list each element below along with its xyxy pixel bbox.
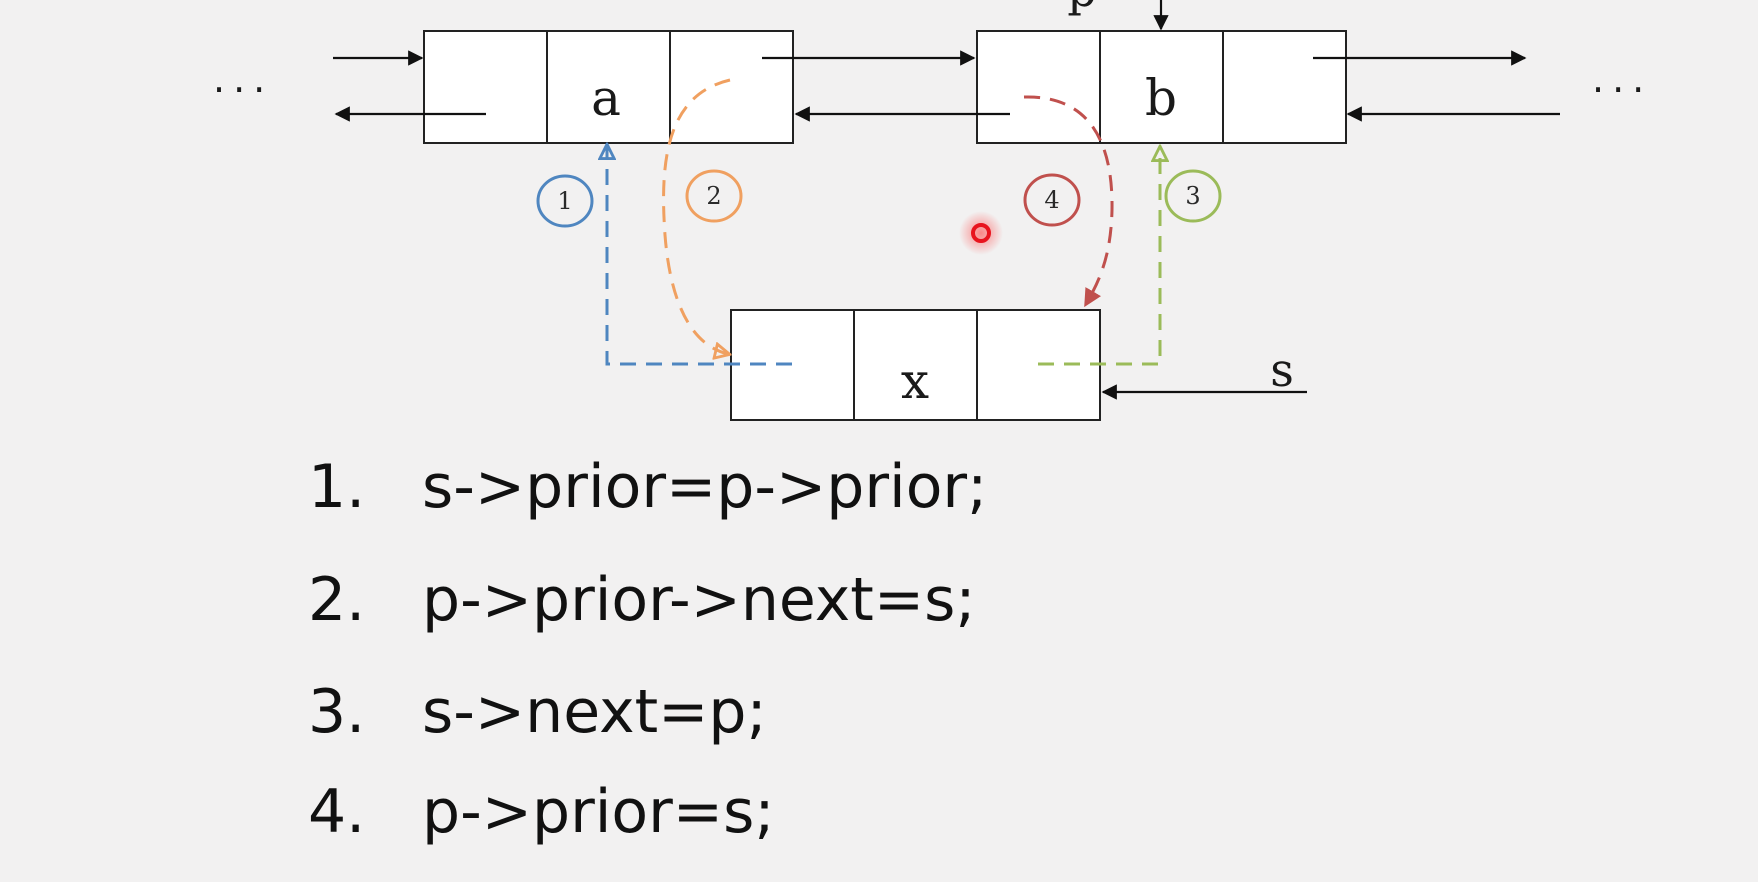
step1-link (607, 146, 792, 366)
step2-marker: 2 (685, 169, 743, 223)
step-line-number: 4. (308, 777, 366, 847)
step2-number: 2 (706, 182, 721, 210)
laser-pointer-dot (959, 211, 1003, 255)
right-ellipsis: ··· (1592, 68, 1652, 112)
node-a-data-cell (546, 30, 671, 144)
step-line-number: 2. (308, 565, 366, 635)
step-line-code: s->prior=p->prior; (422, 452, 988, 522)
step-line-3: 3. s->next=p; (308, 677, 767, 747)
node-b-prior-cell (976, 30, 1101, 144)
step2-link (662, 78, 730, 354)
step3-link (1038, 148, 1160, 366)
step-line-number: 3. (308, 677, 366, 747)
step3-number: 3 (1185, 182, 1200, 210)
step-line-number: 1. (308, 452, 366, 522)
step-line-4: 4. p->prior=s; (308, 777, 775, 847)
step4-number: 4 (1044, 186, 1059, 214)
node-x-label: x (901, 352, 929, 410)
node-x-prior-cell (730, 309, 855, 421)
step-line-code: p->prior->next=s; (422, 565, 976, 635)
step4-link (1023, 95, 1114, 308)
node-b-label: b (1145, 69, 1177, 127)
left-ellipsis: ··· (213, 68, 273, 112)
node-a: a (423, 30, 794, 144)
pointer-s-label: s (1270, 343, 1294, 397)
step-line-1: 1. s->prior=p->prior; (308, 452, 987, 522)
node-b-data-cell (1099, 30, 1224, 144)
step1-marker: 1 (536, 174, 594, 228)
step1-number: 1 (557, 187, 572, 215)
step-line-2: 2. p->prior->next=s; (308, 565, 976, 635)
node-x: x (730, 309, 1101, 421)
step3-marker: 3 (1164, 169, 1222, 223)
node-a-label: a (591, 69, 621, 127)
node-b-next-cell (1222, 30, 1347, 144)
node-b: b (976, 30, 1347, 144)
node-a-next-cell (669, 30, 794, 144)
step4-marker: 4 (1023, 173, 1081, 227)
pointer-p-label: p (1067, 0, 1096, 17)
node-a-prior-cell (423, 30, 548, 144)
step-line-code: p->prior=s; (422, 777, 775, 847)
step-line-code: s->next=p; (422, 677, 767, 747)
